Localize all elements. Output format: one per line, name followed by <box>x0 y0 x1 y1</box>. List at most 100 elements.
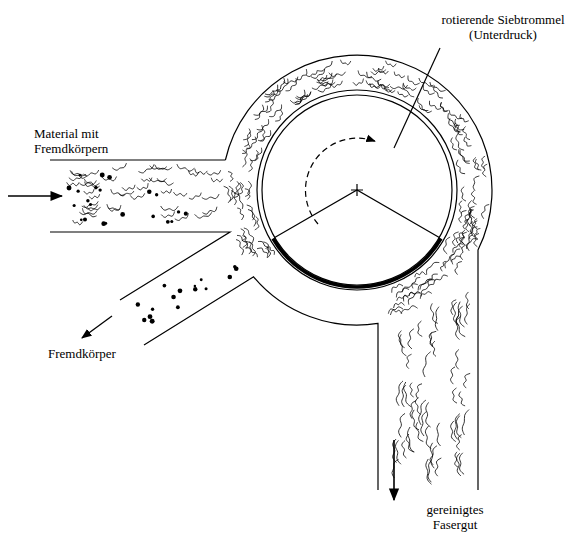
fiber-stroke <box>418 98 429 110</box>
fiber-stroke <box>461 187 466 202</box>
fiber-stroke <box>415 397 420 414</box>
fiber-stroke <box>463 220 468 229</box>
fiber-stroke <box>460 114 469 122</box>
fiber-stroke <box>399 413 405 437</box>
fiber-stroke <box>255 105 264 120</box>
fiber-stroke <box>418 321 422 336</box>
foreign-body <box>83 218 87 222</box>
fiber-stroke <box>392 459 398 478</box>
fiber-stroke <box>399 334 406 355</box>
fiber-stroke <box>297 92 311 98</box>
fiber-stroke <box>451 249 461 262</box>
fiber-stroke <box>457 435 462 450</box>
fiber-stroke <box>403 83 414 97</box>
fiber-stroke <box>440 261 446 271</box>
fiber-stroke <box>358 71 372 78</box>
fiber-stroke <box>392 284 403 292</box>
fiber-stroke <box>320 74 337 81</box>
fiber-stroke <box>266 247 275 255</box>
fiber-stroke <box>330 81 342 88</box>
foreign-body <box>194 285 196 287</box>
fiber-texture <box>67 60 490 484</box>
fiber-stroke <box>458 302 464 327</box>
outlet-label: gereinigtes Fasergut <box>410 502 500 532</box>
leader-line <box>394 48 440 148</box>
foreign-body <box>94 186 98 190</box>
foreign-body <box>163 284 167 288</box>
fiber-stroke <box>412 277 420 288</box>
foreign-body <box>136 302 140 306</box>
fiber-stroke <box>394 302 405 307</box>
fiber-stroke <box>434 275 448 284</box>
fiber-stroke <box>474 233 479 246</box>
fiber-stroke <box>367 72 381 81</box>
sieve-drum <box>257 90 457 290</box>
foreign-body <box>89 203 92 206</box>
rotation-arrow <box>305 138 375 224</box>
fiber-stroke <box>429 101 441 110</box>
fiber-stroke <box>440 102 448 111</box>
fiber-stroke <box>430 446 437 465</box>
fiber-stroke <box>459 211 467 223</box>
foreign-body <box>150 319 155 324</box>
fiber-stroke <box>453 302 457 324</box>
inlet-channel <box>50 159 225 160</box>
sieve-drum <box>262 95 452 285</box>
fiber-stroke <box>228 172 233 182</box>
fiber-stroke <box>231 191 236 205</box>
fiber-stroke <box>295 90 305 105</box>
foreign-body <box>234 266 239 271</box>
foreign-body <box>77 190 80 193</box>
fiber-stroke <box>401 306 417 314</box>
fiber-stroke <box>420 279 435 290</box>
fiber-stroke <box>295 69 306 80</box>
fiber-stroke <box>482 205 490 219</box>
foreign-body <box>79 174 82 177</box>
fiber-stroke <box>195 212 212 218</box>
fiber-stroke <box>211 178 222 182</box>
fiber-stroke <box>459 201 462 214</box>
fiber-stroke <box>459 392 465 406</box>
fiber-stroke <box>410 383 414 397</box>
fiber-stroke <box>431 303 438 323</box>
fiber-stroke <box>466 292 469 309</box>
foreign-body <box>178 288 183 293</box>
fiber-stroke <box>108 205 121 211</box>
fiber-stroke <box>353 79 363 86</box>
fiber-stroke <box>440 102 447 111</box>
fiber-stroke <box>425 426 431 449</box>
scraper <box>273 239 441 287</box>
fiber-stroke <box>207 170 221 175</box>
fiber-stroke <box>83 170 98 176</box>
fiber-stroke <box>419 400 426 425</box>
fiber-stroke <box>456 315 465 337</box>
fiber-stroke <box>257 248 268 257</box>
fiber-stroke <box>137 183 148 190</box>
fiber-stroke <box>428 274 438 285</box>
fiber-stroke <box>451 367 455 384</box>
fiber-stroke <box>451 300 456 315</box>
fiber-stroke <box>89 194 99 199</box>
fiber-stroke <box>202 207 216 214</box>
fiber-stroke <box>371 70 386 75</box>
fiber-stroke <box>448 113 460 125</box>
fiber-stroke <box>463 127 470 140</box>
fiber-stroke <box>427 262 440 274</box>
fiber-stroke <box>237 208 243 220</box>
fiber-stroke <box>456 350 459 370</box>
flow-arrow <box>393 440 395 500</box>
fiber-stroke <box>428 460 431 482</box>
fiber-stroke <box>462 410 469 435</box>
fiber-stroke <box>244 132 250 146</box>
fiber-stroke <box>408 76 420 85</box>
fiber-stroke <box>161 206 179 211</box>
fiber-stroke <box>69 174 82 181</box>
fiber-stroke <box>67 182 79 185</box>
fiber-stroke <box>415 272 426 277</box>
fiber-stroke <box>264 242 271 258</box>
fiber-stroke <box>408 293 420 305</box>
foreign-body <box>184 212 188 216</box>
fiber-stroke <box>254 106 268 116</box>
fiber-stroke <box>177 164 194 171</box>
